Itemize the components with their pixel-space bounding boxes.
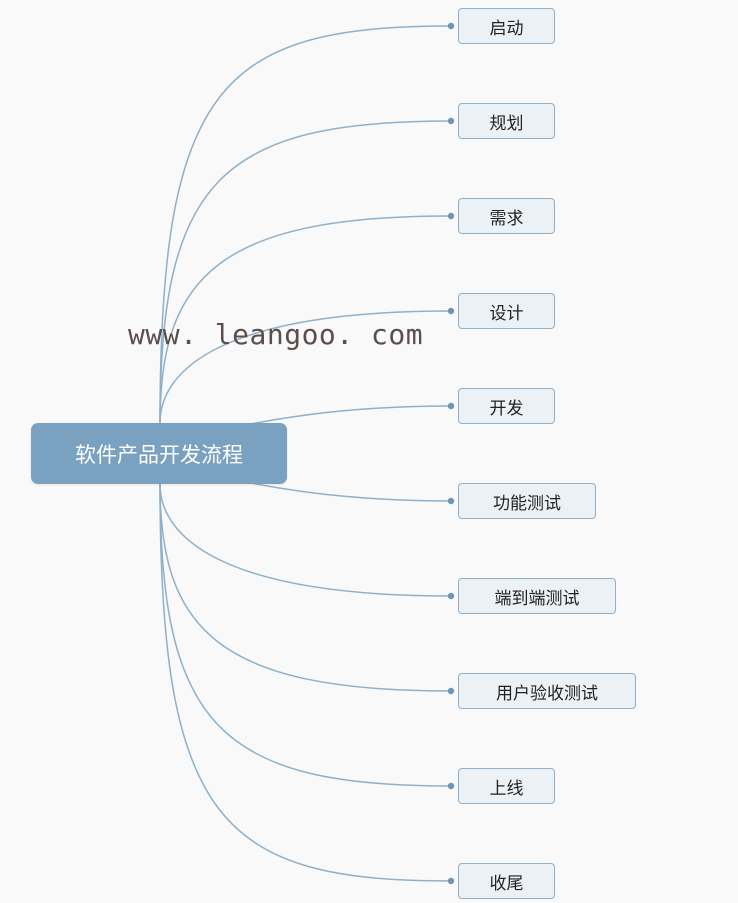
child-node-label: 端到端测试 (494, 588, 580, 609)
child-node[interactable]: 规划 (458, 103, 555, 139)
child-node-label: 启动 (489, 18, 524, 39)
connector-line (159, 483, 452, 597)
connector-dot (447, 22, 455, 30)
child-node-label: 用户验收测试 (496, 683, 598, 704)
connector-dot (447, 497, 455, 505)
root-node-label: 软件产品开发流程 (75, 442, 243, 467)
root-node[interactable]: 软件产品开发流程 (31, 423, 287, 484)
child-node[interactable]: 启动 (458, 8, 555, 44)
connector-line (159, 483, 452, 692)
connector-line (159, 120, 452, 424)
child-node-label: 收尾 (489, 873, 524, 894)
connector-dot (447, 117, 455, 125)
connector-dot (447, 877, 455, 885)
child-node[interactable]: 端到端测试 (458, 578, 616, 614)
child-node-label: 需求 (489, 208, 524, 229)
child-node-label: 规划 (489, 113, 524, 134)
connector-line (159, 310, 452, 424)
child-node[interactable]: 上线 (458, 768, 555, 804)
child-node[interactable]: 开发 (458, 388, 555, 424)
connector-dot (447, 687, 455, 695)
child-node-label: 功能测试 (493, 493, 561, 514)
connector-line (159, 25, 452, 424)
child-node[interactable]: 收尾 (458, 863, 555, 899)
child-node-label: 设计 (489, 303, 524, 324)
child-node-label: 上线 (489, 778, 524, 799)
connector-dot (447, 212, 455, 220)
child-node[interactable]: 设计 (458, 293, 555, 329)
child-node-label: 开发 (489, 398, 524, 419)
connector-dot (447, 782, 455, 790)
connector-line (159, 483, 452, 882)
child-node[interactable]: 功能测试 (458, 483, 596, 519)
watermark: www. leangoo. com (128, 318, 424, 351)
child-node[interactable]: 用户验收测试 (458, 673, 636, 709)
connector-dot (447, 402, 455, 410)
child-node[interactable]: 需求 (458, 198, 555, 234)
connector-line (159, 215, 452, 424)
connector-dot (447, 592, 455, 600)
connector-line (159, 483, 452, 787)
connector-dot (447, 307, 455, 315)
